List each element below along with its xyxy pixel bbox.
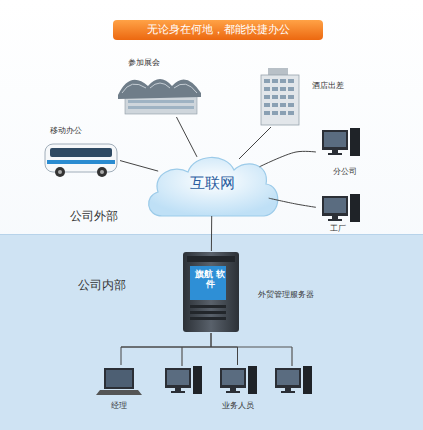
node-label: 业务人员 [222, 401, 254, 410]
network-link [260, 151, 316, 166]
node-caption: 外贸管理服务器 [258, 291, 314, 300]
node-label: 旗航 软件 [192, 269, 228, 290]
node-label: 移动办公 [50, 126, 82, 135]
node-label: 酒店出差 [312, 81, 344, 90]
server-tower-icon [183, 252, 239, 332]
desktop-pc-icon [322, 128, 360, 156]
node-label: 分公司 [333, 167, 357, 176]
region-label: 公司外部 [70, 210, 118, 224]
network-link [120, 161, 158, 172]
network-link [239, 127, 271, 159]
bus-icon [45, 144, 117, 177]
node-label: 工厂 [330, 224, 346, 233]
node-label: 互联网 [142, 175, 282, 192]
exhibition-hall-icon [118, 79, 201, 114]
desktop-pc-icon [322, 194, 360, 222]
title-banner: 无论身在何地，都能快捷办公 [113, 20, 323, 40]
internet-cloud: 互联网 [142, 150, 282, 222]
hotel-building-icon [261, 68, 299, 125]
node-label: 公司内部 [78, 279, 126, 293]
node-label: 经理 [111, 401, 127, 410]
node-label: 参加展会 [128, 58, 160, 67]
network-link [176, 117, 197, 157]
